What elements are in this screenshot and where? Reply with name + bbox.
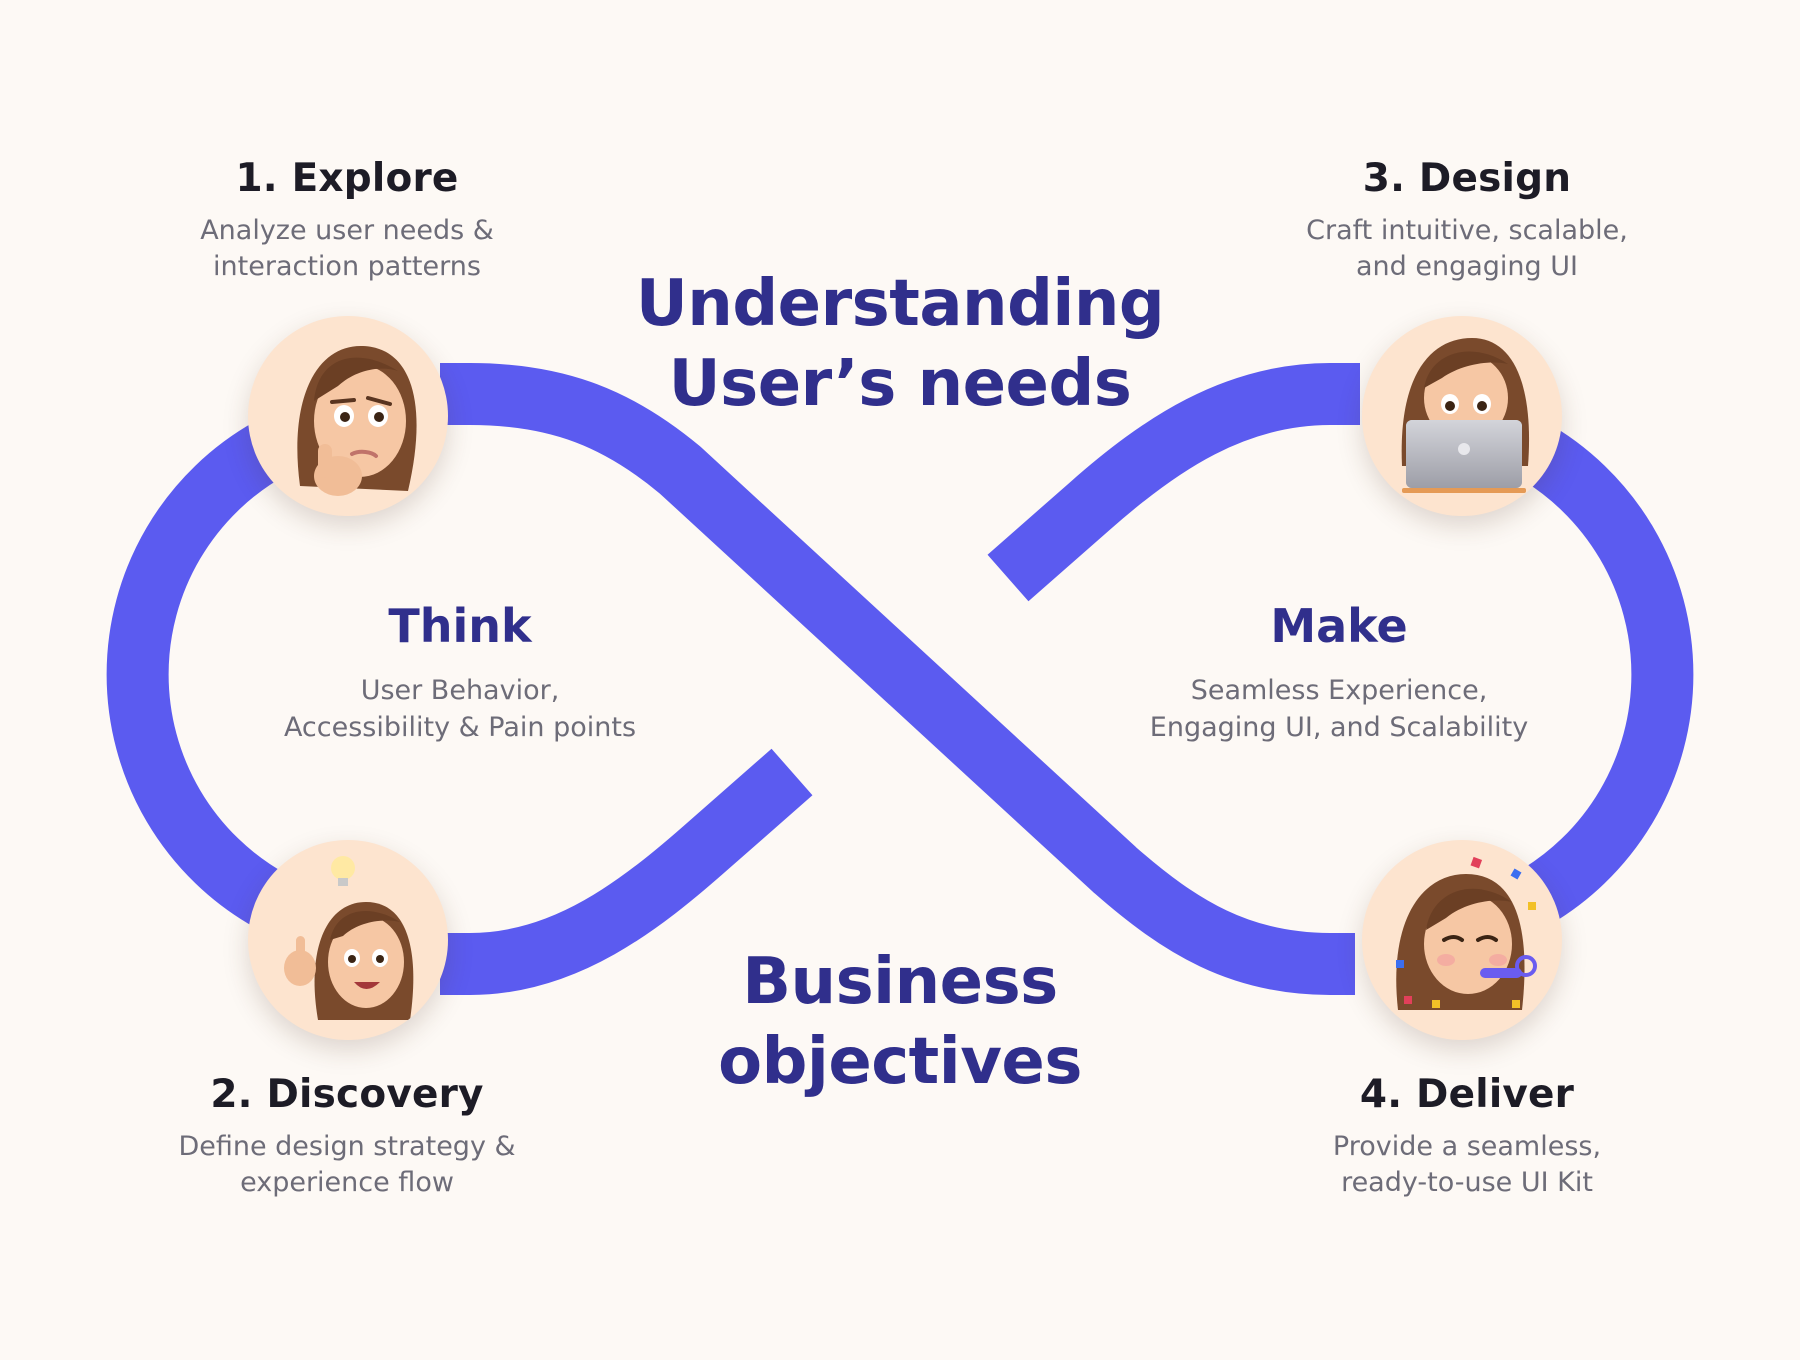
loop-left-arc [106, 420, 287, 929]
headline-business-objectives: Business objectives [600, 942, 1200, 1102]
step-title: 3. Design [1207, 155, 1727, 203]
step-name: Explore [291, 156, 459, 201]
step-description: Craft intuitive, scalable, and engaging U… [1207, 213, 1727, 285]
step-description: Provide a seamless, ready-to-use UI Kit [1207, 1129, 1727, 1201]
step-description: Analyze user needs & interaction patterns [87, 213, 607, 285]
step-number: 4. [1359, 1072, 1403, 1117]
loop-upper-right-segment [987, 363, 1361, 602]
thinking-memoji-icon [248, 316, 448, 516]
step-discovery: 2. Discovery Define design strategy & exp… [87, 1071, 607, 1201]
phase-make: Make Seamless Experience, Engaging UI, an… [1099, 598, 1579, 746]
loop-right-arc [1513, 420, 1694, 929]
step-title: 4. Deliver [1207, 1071, 1727, 1119]
step-desc-line1: Provide a seamless, [1332, 1131, 1602, 1162]
phase-desc-line1: Seamless Experience, [1190, 675, 1488, 706]
step-name: Discovery [266, 1072, 484, 1117]
headline-line1: Understanding [635, 267, 1165, 341]
step-number: 3. [1362, 156, 1406, 201]
phase-title: Make [1270, 599, 1408, 653]
phase-desc-line2: Accessibility & Pain points [283, 712, 637, 743]
step-desc-line2: ready-to-use UI Kit [1341, 1167, 1593, 1198]
celebration-memoji-icon [1362, 840, 1562, 1040]
step-explore: 1. Explore Analyze user needs & interacti… [87, 155, 607, 285]
step-desc-line1: Analyze user needs & [200, 215, 494, 246]
step-desc-line1: Craft intuitive, scalable, [1306, 215, 1628, 246]
idea-memoji-icon [248, 840, 448, 1040]
step-desc-line2: experience flow [240, 1167, 454, 1198]
phase-desc-line2: Engaging UI, and Scalability [1149, 712, 1529, 743]
step-number: 1. [235, 156, 278, 201]
phase-desc-line1: User Behavior, [360, 675, 560, 706]
headline-line2: objectives [718, 1025, 1082, 1099]
phase-think: Think User Behavior, Accessibility & Pain… [220, 598, 700, 746]
step-name: Design [1418, 156, 1572, 201]
step-name: Deliver [1416, 1072, 1575, 1117]
step-description: Define design strategy & experience flow [87, 1129, 607, 1201]
laptop-memoji-icon [1362, 316, 1562, 516]
step-number: 2. [210, 1072, 253, 1117]
step-title: 2. Discovery [87, 1071, 607, 1119]
step-desc-line2: interaction patterns [213, 251, 481, 282]
loop-main-diagonal [439, 363, 1361, 995]
phase-description: User Behavior, Accessibility & Pain point… [220, 672, 700, 746]
step-desc-line2: and engaging UI [1356, 251, 1578, 282]
headline-line1: Business [742, 945, 1058, 1019]
step-title: 1. Explore [87, 155, 607, 203]
headline-users-needs: Understanding User’s needs [600, 264, 1200, 424]
step-desc-line1: Define design strategy & [178, 1131, 516, 1162]
headline-line2: User’s needs [668, 347, 1132, 421]
loop-lower-left-segment [439, 748, 813, 995]
phase-title: Think [388, 599, 532, 653]
step-deliver: 4. Deliver Provide a seamless, ready-to-u… [1207, 1071, 1727, 1201]
step-design: 3. Design Craft intuitive, scalable, and … [1207, 155, 1727, 285]
phase-description: Seamless Experience, Engaging UI, and Sca… [1099, 672, 1579, 746]
